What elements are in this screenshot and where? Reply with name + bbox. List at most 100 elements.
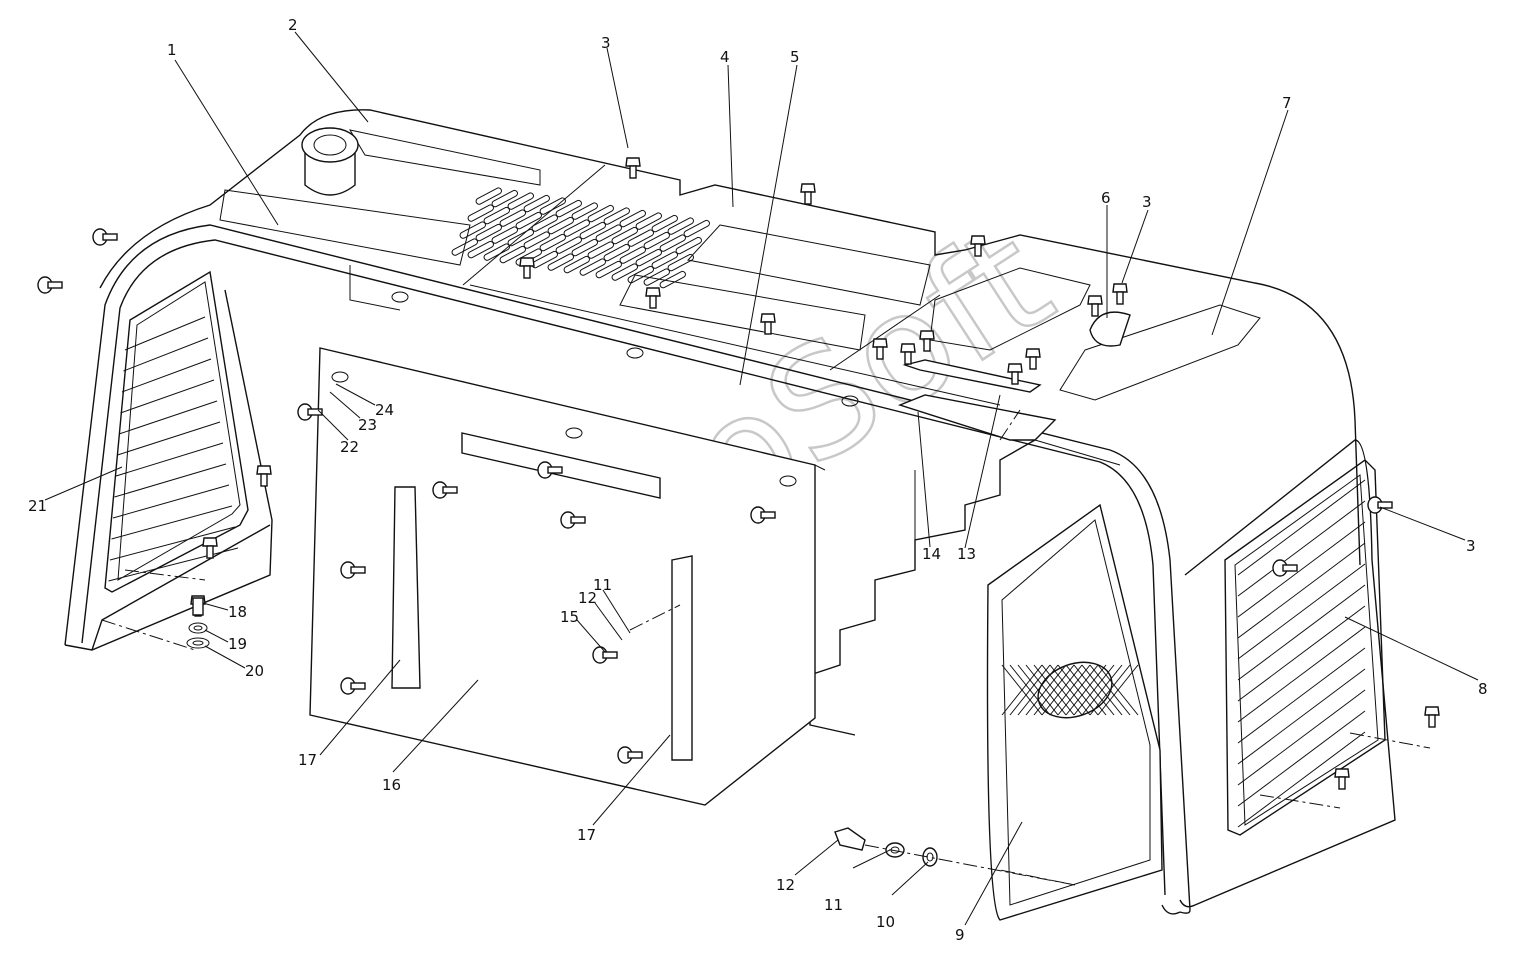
right-louver-grille: [1224, 459, 1386, 836]
vent-slot: [475, 223, 502, 242]
vent-slot: [483, 243, 510, 261]
louver-slat: [1237, 626, 1366, 723]
bolt: [297, 403, 323, 421]
bolt: [760, 313, 776, 335]
callout-17: 17: [298, 751, 317, 769]
mesh-line: [1081, 664, 1123, 716]
vent-slot: [643, 268, 670, 286]
vent-slot: [659, 270, 686, 289]
callout-5: 5: [790, 48, 800, 66]
vent-slot: [627, 229, 654, 247]
louver-slat: [121, 358, 212, 393]
vent-slot: [651, 214, 678, 233]
callout-22: 22: [340, 438, 359, 456]
callout-11: 11: [824, 896, 843, 914]
callout-15: 15: [560, 608, 579, 626]
bolt: [1025, 348, 1041, 370]
exhaust-stack: [301, 127, 359, 196]
vent-slot: [515, 211, 542, 230]
bolt: [519, 257, 535, 279]
left-louver-grille: [104, 270, 249, 593]
callout-12: 12: [578, 589, 597, 607]
callout-3: 3: [1142, 193, 1152, 211]
louver-slat: [1237, 584, 1366, 681]
bolt: [1112, 283, 1128, 305]
vent-slot: [595, 224, 622, 242]
bolt: [1007, 363, 1023, 385]
mesh-line: [1089, 664, 1131, 716]
vent-slot: [675, 236, 702, 255]
vent-slot: [587, 204, 614, 223]
callout-19: 19: [228, 635, 247, 653]
vent-slot: [555, 199, 582, 218]
mesh-line: [1073, 664, 1115, 716]
vent-slot: [651, 251, 678, 269]
mesh-line: [1033, 664, 1075, 716]
vent-slot: [683, 219, 710, 238]
vent-slot: [667, 217, 694, 235]
vent-slot: [555, 236, 582, 254]
vent-slot: [531, 214, 558, 232]
bolt: [1272, 559, 1298, 577]
louver-slat: [108, 547, 239, 582]
mesh-line: [1017, 664, 1059, 716]
bolt: [37, 276, 63, 294]
callout-7: 7: [1282, 94, 1292, 112]
callout-2: 2: [288, 16, 298, 34]
vent-slot: [523, 194, 550, 213]
vent-slot: [571, 238, 598, 257]
vent-slot: [531, 250, 558, 269]
callout-16: 16: [382, 776, 401, 794]
louver-slat: [109, 526, 236, 561]
vent-slot: [571, 202, 598, 220]
bolt: [970, 235, 986, 257]
callout-10: 10: [876, 913, 895, 931]
bolt: [900, 343, 916, 365]
bolt: [919, 330, 935, 352]
vent-slot: [611, 226, 638, 245]
callout-labels: 1 2 3 4 5 6 3 7 24 23 22 21 18 19 20 17 …: [28, 16, 1488, 944]
vent-slot: [547, 253, 574, 271]
louver-slat: [1237, 521, 1366, 618]
vent-slot: [587, 241, 614, 259]
bolt: [537, 461, 563, 479]
vent-slot: [451, 238, 478, 256]
callout-6: 6: [1101, 189, 1111, 207]
fastener-sets: [186, 597, 938, 867]
vent-slot: [507, 192, 534, 210]
louver-slat: [1237, 479, 1366, 576]
hood-assembly: [64, 109, 1396, 915]
vent-slot: [539, 197, 566, 215]
louver-slat: [120, 379, 215, 414]
vent-slot: [619, 246, 646, 264]
side-panel-16: [309, 291, 859, 806]
vent-slot: [635, 212, 662, 230]
callout-24: 24: [375, 401, 394, 419]
vent-slot: [579, 258, 606, 276]
vent-slot: [563, 255, 590, 274]
louver-slat: [124, 316, 206, 351]
callout-20: 20: [245, 662, 264, 680]
vent-slot: [467, 204, 494, 222]
callout-12: 12: [776, 876, 795, 894]
vent-grille: [451, 187, 710, 289]
bolt: [1424, 706, 1440, 728]
louver-slat: [118, 400, 218, 435]
callout-11: 11: [593, 576, 612, 594]
vent-slot: [563, 219, 590, 237]
bolt: [617, 746, 643, 764]
louver-slat: [1237, 710, 1366, 807]
vent-slot: [659, 234, 686, 252]
callout-14: 14: [922, 545, 941, 563]
callout-18: 18: [228, 603, 247, 621]
vent-slot: [491, 189, 518, 208]
leader-lines: [44, 31, 1479, 926]
louver-slat: [114, 463, 227, 498]
vent-slot: [611, 263, 638, 281]
louver-slat: [1237, 731, 1366, 828]
vent-slot: [579, 221, 606, 240]
bolt: [1334, 768, 1350, 790]
louver-slat: [1237, 689, 1366, 786]
callout-1: 1: [167, 41, 177, 59]
